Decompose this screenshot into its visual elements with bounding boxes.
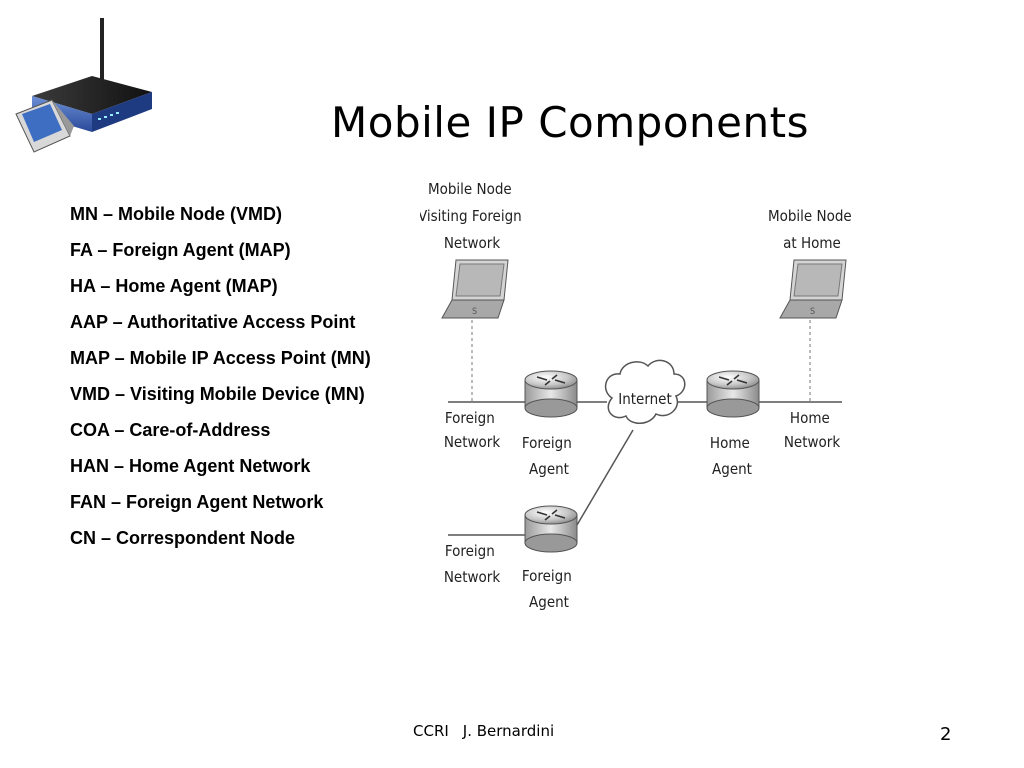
foreign-agent-2-label-2: Agent xyxy=(529,593,569,611)
slide-title: Mobile IP Components xyxy=(331,98,809,148)
home-agent-router-icon xyxy=(706,370,760,418)
footer-org: CCRI xyxy=(413,722,449,740)
svg-text:Foreign Agent: Foreign Agent xyxy=(522,567,576,611)
foreign-agent-2-label-1: Foreign xyxy=(522,567,572,585)
internet-cloud-icon xyxy=(604,359,686,424)
foreign-network-1-label-1: Foreign xyxy=(445,409,495,427)
definition-mn: MN – Mobile Node (VMD) xyxy=(70,204,282,224)
svg-text:Home Network: Home Network xyxy=(784,409,841,451)
mn-home-label-1: Mobile Node xyxy=(768,207,852,225)
fa2-internet-link xyxy=(576,429,634,526)
footer-author: J. Bernardini xyxy=(462,722,555,740)
svg-text:Foreign Network: Foreign Network xyxy=(444,542,501,586)
svg-text:Foreign Network: Foreign Network xyxy=(444,409,501,451)
definition-han: HAN – Home Agent Network xyxy=(70,456,311,476)
mn-home-laptop-icon xyxy=(779,259,847,319)
foreign-network-2-label-2: Network xyxy=(444,568,501,586)
svg-text:Mobile Node at Home: Mobile Node at Home xyxy=(768,207,856,252)
definition-aap: AAP – Authoritative Access Point xyxy=(70,312,356,332)
foreign-agent-1-label-2: Agent xyxy=(529,460,569,478)
home-agent-label-1: Home xyxy=(710,434,750,452)
footer-credit: CCRI J. Bernardini xyxy=(413,722,554,740)
foreign-agent-1-router-icon xyxy=(524,370,578,418)
mn-visiting-laptop-icon xyxy=(441,259,509,319)
svg-text:Foreign Agent: Foreign Agent xyxy=(522,434,576,478)
mn-visiting-label-1: Mobile Node xyxy=(428,180,512,198)
mn-visiting-label-2: Visiting Foreign xyxy=(420,207,522,225)
mn-home-label-2: at Home xyxy=(783,234,841,252)
mobile-ip-diagram: S Internet Mobile Node Visiting Foreign … xyxy=(420,180,856,611)
svg-text:Home Agent: Home Agent xyxy=(710,434,754,478)
definition-ha: HA – Home Agent (MAP) xyxy=(70,276,278,296)
definition-fa: FA – Foreign Agent (MAP) xyxy=(70,240,291,260)
wireless-router-icon xyxy=(15,18,152,153)
definition-fan: FAN – Foreign Agent Network xyxy=(70,492,324,512)
svg-text:Mobile Node Visiting Forei: Mobile Node Visiting Foreign Network xyxy=(420,180,526,252)
definition-cn: CN – Correspondent Node xyxy=(70,528,296,548)
foreign-agent-2-router-icon xyxy=(524,505,578,553)
definition-vmd: VMD – Visiting Mobile Device (MN) xyxy=(70,384,365,404)
home-agent-label-2: Agent xyxy=(712,460,752,478)
home-network-label-2: Network xyxy=(784,433,841,451)
home-network-label-1: Home xyxy=(790,409,830,427)
definition-map: MAP – Mobile IP Access Point (MN) xyxy=(70,348,371,368)
definitions-list: MN – Mobile Node (VMD) FA – Foreign Agen… xyxy=(70,202,371,562)
foreign-network-1-label-2: Network xyxy=(444,433,501,451)
definition-coa: COA – Care-of-Address xyxy=(70,420,271,440)
internet-label: Internet xyxy=(618,390,672,408)
page-number: 2 xyxy=(940,724,952,745)
foreign-network-2-label-1: Foreign xyxy=(445,542,495,560)
mn-visiting-label-3: Network xyxy=(444,234,501,252)
foreign-agent-1-label-1: Foreign xyxy=(522,434,572,452)
